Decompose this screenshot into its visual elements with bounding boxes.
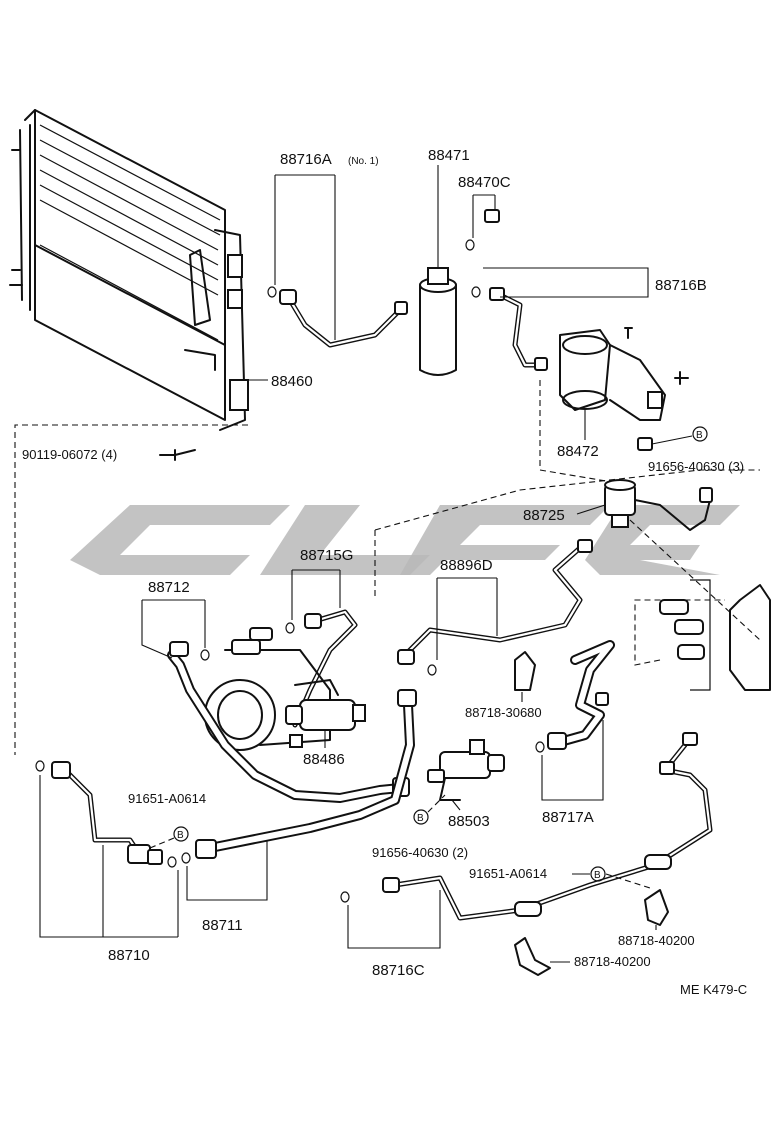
pipe-88710 [35,760,177,868]
pipe-88716B [471,286,543,368]
leader-88716B [483,267,649,298]
pipe-88896D [397,539,593,676]
switch-88470C [465,209,500,251]
leader-88470C [472,194,496,238]
leader-88711 [186,840,268,901]
label-88716A: 88716A [280,151,332,168]
leader-88503 [451,799,461,811]
reference-code: ME K479-C [680,982,747,997]
label-88716B: 88716B [655,277,707,294]
bolt-marker-91651-a [173,826,189,842]
label-91656-3: 91656-40630 (3) [648,459,744,474]
pipe-88716C [340,732,713,921]
leader-88716C [347,890,441,949]
condenser-88460 [9,109,249,431]
leader-88710 [39,775,179,938]
label-88471: 88471 [428,147,470,164]
clamp-88718-30680 [514,651,536,691]
leader-91656-3 [651,435,693,445]
hose-88711 [181,689,417,864]
label-88710: 88710 [108,947,150,964]
leader-88896D [436,577,498,660]
watermark-logo [70,505,740,575]
bolt-marker-91656-2 [413,809,429,825]
clamp-88718-40200-a [644,889,669,926]
leader-88717A [541,720,604,801]
bracket-88472 [534,327,689,421]
dashed-boundary-left [14,424,248,755]
label-91651-a: 91651-A0614 [128,791,206,806]
dashed-boundary-top [374,469,760,600]
pipe-88716A [267,286,408,348]
dashed-boundary-right [629,519,761,666]
bolt-marker-91651-b [590,866,606,882]
label-88712: 88712 [148,579,190,596]
clamp-88718-40200-b [514,937,551,976]
valve-88725 [604,479,713,531]
label-88486: 88486 [303,751,345,768]
dashed-91651-b [605,873,651,889]
bolt-marker-b-4: B [594,870,601,881]
label-88460: 88460 [271,373,313,390]
label-91656-2: 91656-40630 (2) [372,845,468,860]
label-88717A: 88717A [542,809,594,826]
bolt-marker-b-1: B [696,430,703,441]
label-88725: 88725 [523,507,565,524]
leader-88712 [141,599,206,659]
label-91651-b: 91651-A0614 [469,866,547,881]
dashed-91651-a [149,837,175,849]
bolt-marker-b-2: B [177,830,184,841]
valve-88503 [427,739,505,801]
label-88716A-note: (No. 1) [348,156,379,167]
receiver-88471 [419,267,457,376]
dashed-91656-2 [427,794,446,813]
label-88896D: 88896D [440,557,493,574]
dashed-bracket-valve [539,380,631,486]
bolt-90119 [159,449,196,461]
label-90119: 90119-06072 (4) [22,447,117,462]
label-88718-30680: 88718-30680 [465,705,542,720]
label-88715G: 88715G [300,547,353,564]
label-88503: 88503 [448,813,490,830]
leader-88725 [576,504,606,515]
label-88716C: 88716C [372,962,425,979]
evaporator-connectors [659,579,771,691]
label-88711: 88711 [202,917,243,934]
label-88718-40200-a: 88718-40200 [618,933,695,948]
hose-88717A [535,640,615,753]
compressor-88486 [204,627,366,751]
bolt-marker-b-3: B [417,813,424,824]
label-88718-40200-b: 88718-40200 [574,954,651,969]
label-88472: 88472 [557,443,599,460]
leader-88716A [274,174,336,340]
hose-88715G [285,609,358,728]
leader-88715G [291,569,341,620]
label-88470C: 88470C [458,174,511,191]
